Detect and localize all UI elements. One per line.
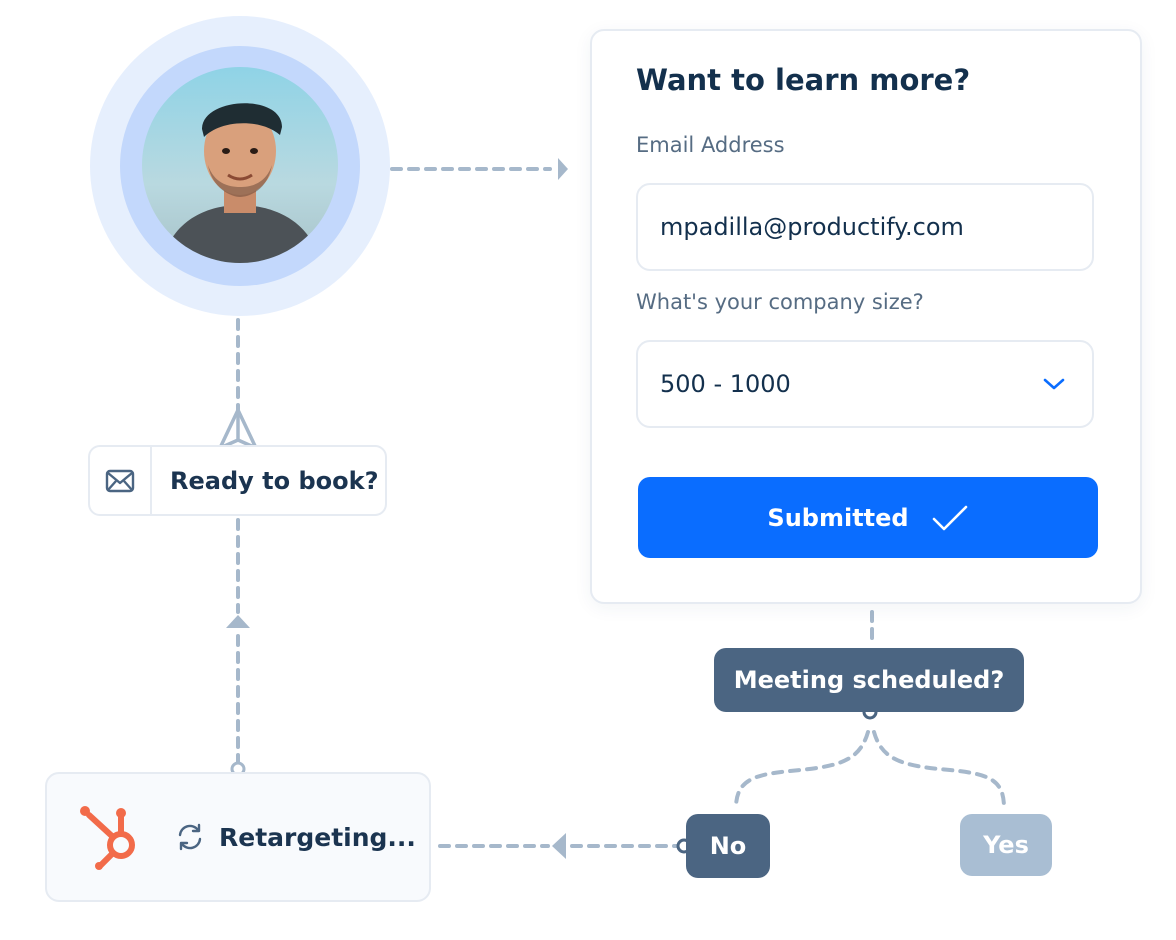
email-step-icon-cell [90, 447, 152, 514]
submit-button-label: Submitted [767, 503, 909, 532]
email-field[interactable]: mpadilla@productify.com [636, 183, 1094, 271]
company-size-label: What's your company size? [636, 290, 924, 314]
form-title: Want to learn more? [636, 63, 971, 97]
person-photo [142, 67, 338, 263]
checkmark-icon [932, 505, 967, 530]
email-step-node[interactable]: Ready to book? [88, 445, 387, 516]
company-size-value: 500 - 1000 [660, 370, 791, 398]
arrowhead-up [226, 615, 250, 628]
hubspot-icon [80, 806, 135, 870]
no-branch-node[interactable]: No [686, 814, 770, 878]
meeting-scheduled-node[interactable]: Meeting scheduled? [714, 648, 1024, 712]
arrowhead-right [558, 158, 568, 180]
send-icon [218, 408, 258, 450]
refresh-icon [178, 823, 202, 851]
connector-branch-yes [872, 730, 1006, 810]
retargeting-node[interactable]: Retargeting... [45, 772, 431, 902]
email-field-label: Email Address [636, 133, 785, 157]
avatar [142, 67, 338, 263]
email-step-label: Ready to book? [170, 466, 379, 495]
chevron-down-icon [1043, 378, 1065, 390]
envelope-icon [105, 469, 135, 492]
email-field-value: mpadilla@productify.com [660, 213, 964, 241]
connector-branch-no [734, 730, 870, 810]
company-size-select[interactable]: 500 - 1000 [636, 340, 1094, 428]
retargeting-label: Retargeting... [219, 822, 416, 852]
submit-button[interactable]: Submitted [638, 477, 1098, 558]
lead-form-card: Want to learn more? Email Address mpadil… [590, 29, 1142, 604]
arrowhead-left [552, 833, 566, 859]
yes-branch-node[interactable]: Yes [960, 814, 1052, 876]
